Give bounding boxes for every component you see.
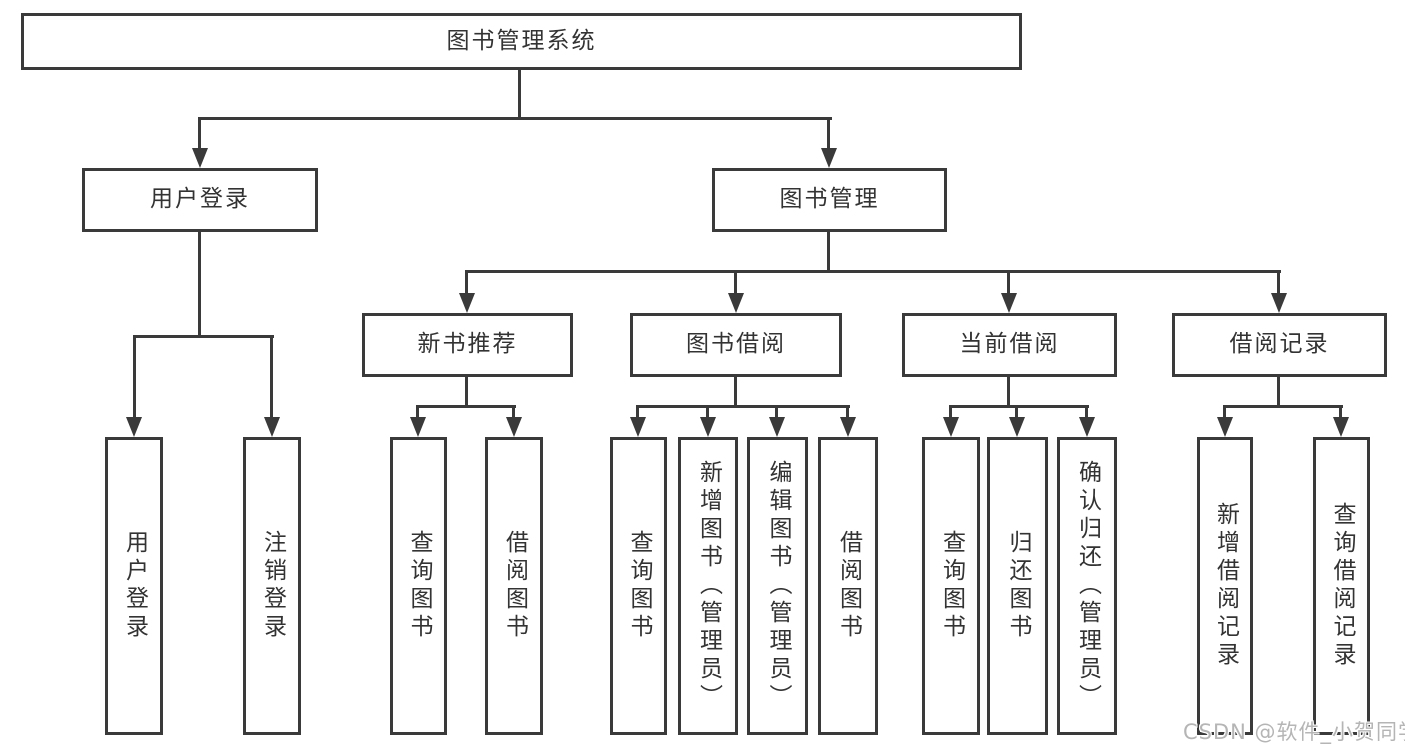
node-leaf-logout: 注销登录 bbox=[243, 437, 301, 735]
node-leaf-return-book: 归还图书 bbox=[987, 437, 1048, 735]
node-root-label: 图书管理系统 bbox=[446, 27, 597, 54]
node-book-mgmt: 图书管理 bbox=[712, 168, 947, 232]
node-book-borrow-label: 图书借阅 bbox=[686, 331, 786, 358]
connector-to-leaf-add-borrow-record bbox=[1223, 405, 1226, 419]
arrow-down-icon bbox=[1217, 417, 1233, 437]
arrow-down-icon bbox=[126, 417, 142, 437]
connector-user-login-stem bbox=[198, 232, 201, 335]
node-leaf-query-book-borrow: 查询图书 bbox=[610, 437, 667, 735]
arrow-down-icon bbox=[1009, 417, 1025, 437]
node-book-mgmt-label: 图书管理 bbox=[779, 186, 880, 213]
connector-to-borrow-record bbox=[1277, 270, 1280, 295]
connector-borrow-record-stem bbox=[1277, 377, 1280, 405]
node-leaf-add-borrow-record-label: 新增借阅记录 bbox=[1212, 502, 1239, 670]
connector-new-book-rec-stem bbox=[465, 377, 468, 405]
arrow-down-icon bbox=[410, 417, 426, 437]
node-leaf-query-book-rec-label: 查询图书 bbox=[406, 530, 432, 642]
node-new-book-rec-label: 新书推荐 bbox=[417, 331, 518, 358]
csdn-watermark: CSDN @软件_小贺同学 bbox=[1183, 720, 1405, 744]
connector-to-leaf-edit-book bbox=[775, 405, 778, 419]
connector-current-borrow-bracket bbox=[949, 405, 1089, 408]
arrow-down-icon bbox=[728, 293, 744, 313]
arrow-down-icon bbox=[630, 417, 646, 437]
connector-book-borrow-bracket bbox=[637, 405, 850, 408]
connector-to-leaf-confirm-return bbox=[1085, 405, 1088, 419]
arrow-down-icon bbox=[506, 417, 522, 437]
connector-to-leaf-user-login bbox=[133, 335, 136, 419]
node-user-login: 用户登录 bbox=[82, 168, 318, 232]
node-leaf-query-borrow-record-label: 查询借阅记录 bbox=[1329, 502, 1355, 670]
node-leaf-add-book: 新增图书（管理员） bbox=[678, 437, 738, 735]
connector-to-leaf-logout bbox=[270, 335, 273, 419]
node-leaf-query-book-borrow-label: 查询图书 bbox=[626, 530, 652, 642]
node-leaf-borrow-book-label: 借阅图书 bbox=[835, 530, 862, 642]
node-leaf-borrow-book: 借阅图书 bbox=[818, 437, 878, 735]
arrow-down-icon bbox=[700, 417, 716, 437]
node-book-borrow: 图书借阅 bbox=[630, 313, 842, 377]
connector-to-leaf-query-book-current bbox=[949, 405, 952, 419]
connector-to-book-borrow bbox=[734, 270, 737, 295]
node-leaf-confirm-return-label: 确认归还（管理员） bbox=[1074, 460, 1101, 712]
node-leaf-query-book-current: 查询图书 bbox=[922, 437, 980, 735]
arrow-down-icon bbox=[459, 293, 475, 313]
node-leaf-query-borrow-record: 查询借阅记录 bbox=[1313, 437, 1370, 735]
node-leaf-query-book-rec: 查询图书 bbox=[390, 437, 447, 735]
node-borrow-record: 借阅记录 bbox=[1172, 313, 1387, 377]
node-leaf-confirm-return: 确认归还（管理员） bbox=[1057, 437, 1117, 735]
node-leaf-borrow-book-rec-label: 借阅图书 bbox=[501, 530, 528, 642]
connector-to-leaf-add-book bbox=[706, 405, 709, 419]
node-root: 图书管理系统 bbox=[21, 13, 1022, 70]
connector-new-book-rec-bracket bbox=[417, 405, 516, 408]
connector-book-mgmt-stem bbox=[827, 232, 830, 270]
connector-book-mgmt-bracket bbox=[466, 270, 1281, 273]
node-leaf-add-borrow-record: 新增借阅记录 bbox=[1197, 437, 1253, 735]
connector-to-leaf-return-book bbox=[1015, 405, 1018, 419]
connector-to-new-book-rec bbox=[465, 270, 468, 295]
arrow-down-icon bbox=[1001, 293, 1017, 313]
connector-book-borrow-stem bbox=[734, 377, 737, 405]
node-user-login-label: 用户登录 bbox=[150, 186, 250, 213]
connector-root-to-book-mgmt bbox=[827, 117, 830, 150]
node-current-borrow-label: 当前借阅 bbox=[959, 331, 1060, 358]
connector-user-login-bracket bbox=[133, 335, 274, 338]
arrow-down-icon bbox=[192, 148, 208, 168]
node-new-book-rec: 新书推荐 bbox=[362, 313, 573, 377]
node-leaf-return-book-label: 归还图书 bbox=[1005, 530, 1031, 642]
node-leaf-edit-book-label: 编辑图书（管理员） bbox=[765, 460, 791, 712]
connector-to-leaf-borrow-book bbox=[846, 405, 849, 419]
arrow-down-icon bbox=[821, 148, 837, 168]
arrow-down-icon bbox=[840, 417, 856, 437]
node-leaf-user-login-label: 用户登录 bbox=[121, 530, 148, 642]
connector-to-leaf-query-book-rec bbox=[416, 405, 419, 419]
arrow-down-icon bbox=[264, 417, 280, 437]
node-leaf-borrow-book-rec: 借阅图书 bbox=[485, 437, 543, 735]
connector-to-leaf-query-book-borrow bbox=[636, 405, 639, 419]
connector-root-bracket bbox=[199, 117, 832, 120]
arrow-down-icon bbox=[769, 417, 785, 437]
node-current-borrow: 当前借阅 bbox=[902, 313, 1117, 377]
node-leaf-query-book-current-label: 查询图书 bbox=[938, 530, 965, 642]
node-borrow-record-label: 借阅记录 bbox=[1229, 331, 1330, 358]
connector-root-stem bbox=[518, 70, 521, 117]
node-leaf-add-book-label: 新增图书（管理员） bbox=[695, 460, 722, 712]
connector-root-to-user-login bbox=[198, 117, 201, 150]
arrow-down-icon bbox=[943, 417, 959, 437]
arrow-down-icon bbox=[1271, 293, 1287, 313]
connector-to-leaf-borrow-book-rec bbox=[512, 405, 515, 419]
connector-to-leaf-query-borrow-record bbox=[1339, 405, 1342, 419]
node-leaf-logout-label: 注销登录 bbox=[259, 530, 286, 642]
connector-to-current-borrow bbox=[1007, 270, 1010, 295]
arrow-down-icon bbox=[1079, 417, 1095, 437]
connector-borrow-record-bracket bbox=[1223, 405, 1343, 408]
node-leaf-edit-book: 编辑图书（管理员） bbox=[747, 437, 808, 735]
connector-current-borrow-stem bbox=[1007, 377, 1010, 405]
node-leaf-user-login: 用户登录 bbox=[105, 437, 163, 735]
arrow-down-icon bbox=[1333, 417, 1349, 437]
